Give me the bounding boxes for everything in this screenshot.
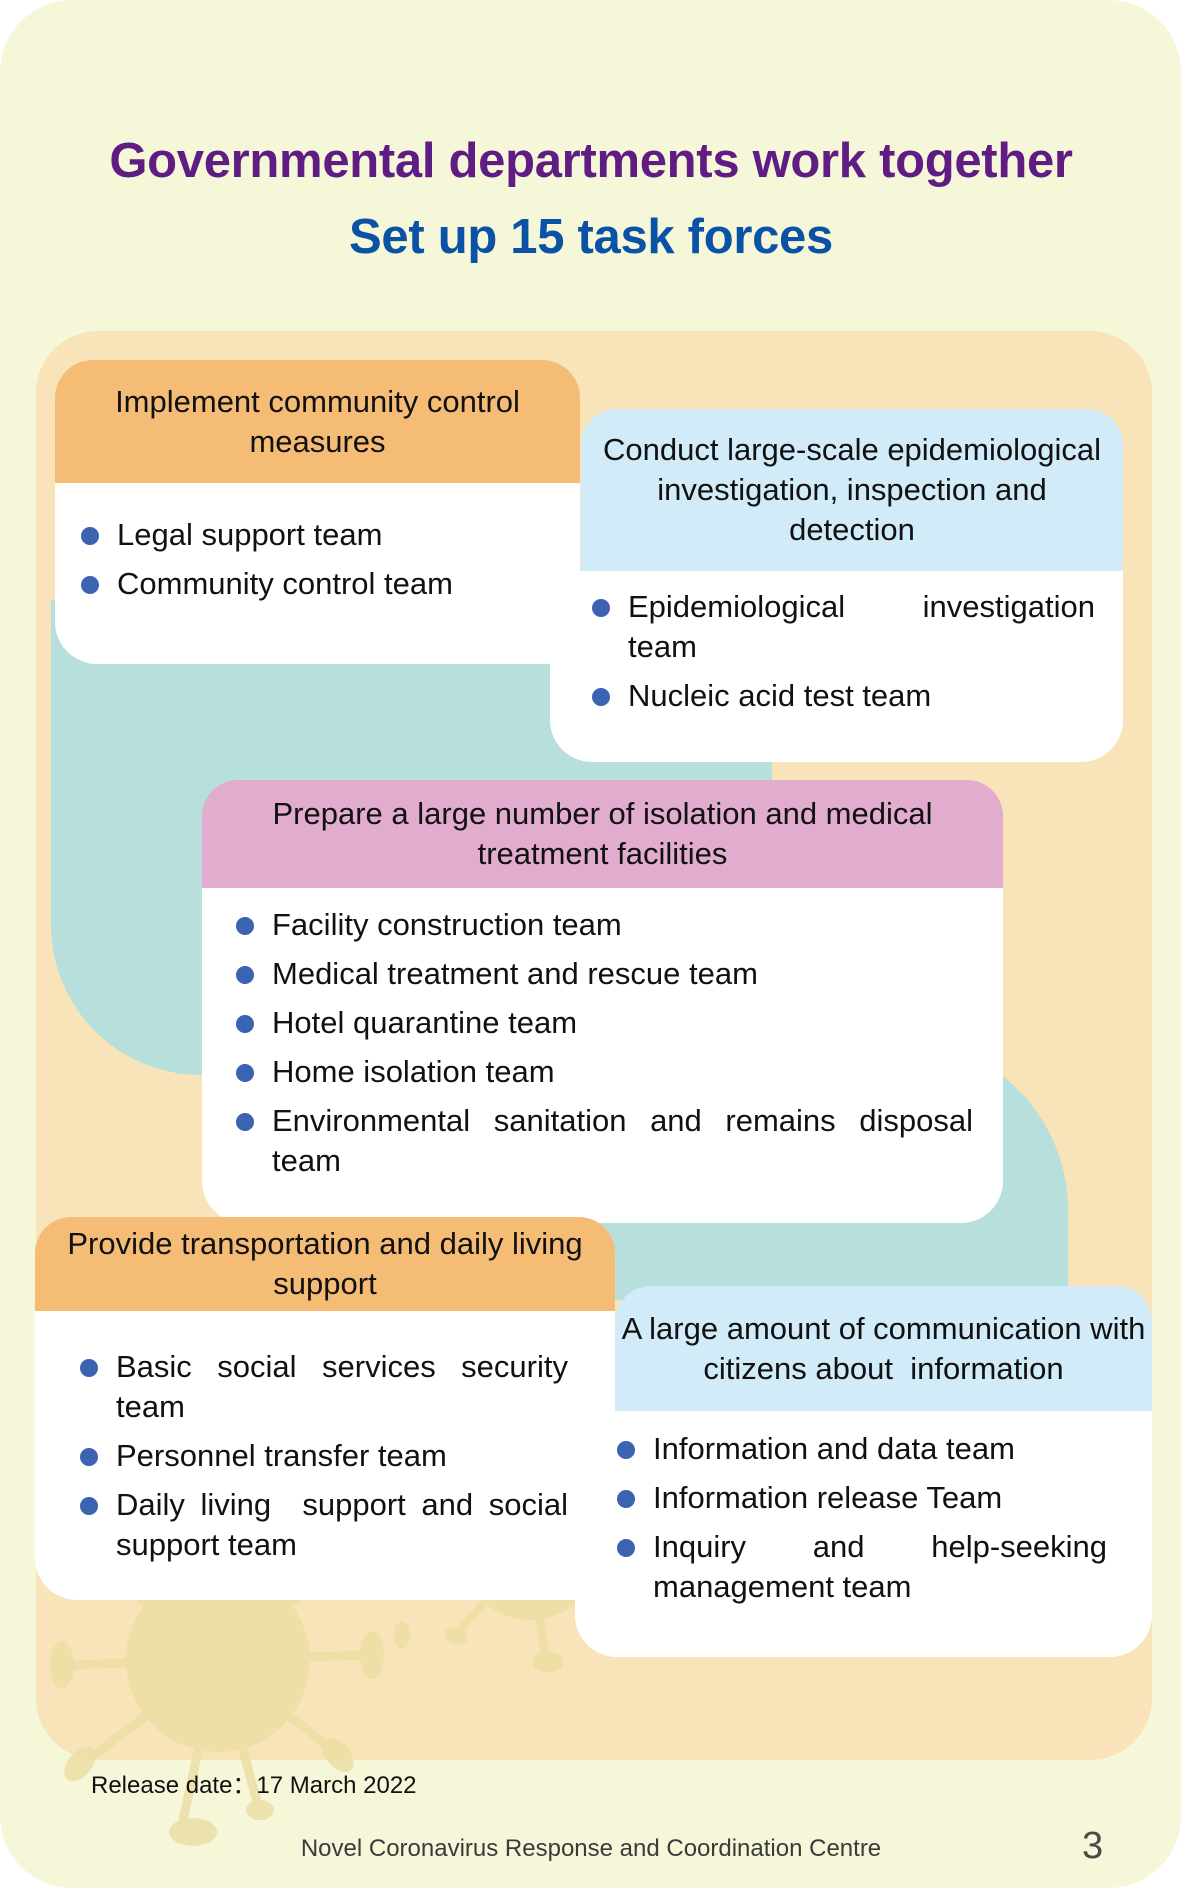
list-item: Environmental sanitation and remains dis… [236, 1101, 973, 1181]
bullet-icon [592, 688, 610, 706]
list-item: Home isolation team [236, 1052, 973, 1092]
team-name: Information release Team [653, 1480, 1003, 1515]
bullet-icon [80, 1359, 98, 1377]
list-item: Information release Team [617, 1478, 1107, 1518]
bullet-icon [617, 1539, 635, 1557]
page-subtitle: Set up 15 task forces [349, 210, 833, 264]
team-name: Legal support team [117, 517, 383, 552]
list-item: Medical treatment and rescue team [236, 954, 973, 994]
bullet-icon [617, 1490, 635, 1508]
team-name: Facility construction team [272, 907, 622, 942]
task-group-header: Provide transportation and daily living … [35, 1217, 615, 1311]
bullet-icon [80, 1497, 98, 1515]
bullet-icon [81, 527, 99, 545]
task-group-card: Basic social services security team Pers… [35, 1311, 615, 1600]
team-name: Personnel transfer team [116, 1438, 447, 1473]
bullet-icon [236, 1064, 254, 1082]
team-list: Information and data team Information re… [617, 1429, 1107, 1607]
release-date: Release date：17 March 2022 [91, 1772, 417, 1799]
task-group-card: Legal support team Community control tea… [55, 483, 580, 664]
team-name: Basic social services security team [116, 1349, 568, 1424]
task-group-card: Epidemiological investigation team Nucle… [550, 571, 1123, 762]
team-name: Hotel quarantine team [272, 1005, 578, 1040]
task-group-title: Conduct large-scale epidemiological inve… [603, 432, 1110, 547]
task-group-card: Information and data team Information re… [575, 1411, 1152, 1657]
bullet-icon [617, 1441, 635, 1459]
team-list: Basic social services security team Pers… [80, 1347, 568, 1565]
team-list: Facility construction team Medical treat… [236, 905, 973, 1181]
bullet-icon [592, 599, 610, 617]
bullet-icon [81, 576, 99, 594]
bullet-icon [236, 1015, 254, 1033]
bullet-icon [236, 917, 254, 935]
team-name: Community control team [117, 566, 453, 601]
team-name: Home isolation team [272, 1054, 555, 1089]
team-name: Nucleic acid test team [628, 678, 932, 713]
bullet-icon [236, 966, 254, 984]
team-name: Information and data team [653, 1431, 1015, 1466]
team-name: Epidemiological investigation team [628, 589, 1095, 664]
page-number: 3 [1082, 1825, 1104, 1867]
list-item: Personnel transfer team [80, 1436, 568, 1476]
task-group-title: Provide transportation and daily living … [67, 1226, 583, 1301]
team-list: Epidemiological investigation team Nucle… [592, 587, 1095, 716]
task-group-title: Implement community control measures [115, 383, 520, 459]
task-group-header: Implement community control measures [55, 360, 580, 483]
task-group-header: Conduct large-scale epidemiological inve… [581, 409, 1123, 571]
task-group-title: Prepare a large number of isolation and … [272, 796, 933, 871]
task-group-card: Facility construction team Medical treat… [202, 888, 1003, 1223]
list-item: Nucleic acid test team [592, 676, 1095, 716]
list-item: Community control team [81, 564, 556, 604]
task-group-title: A large amount of communication with cit… [621, 1310, 1155, 1386]
task-group-header: Prepare a large number of isolation and … [202, 780, 1003, 888]
list-item: Facility construction team [236, 905, 973, 945]
task-group-header: A large amount of communication with cit… [615, 1286, 1152, 1411]
list-item: Inquiry and help-seeking management team [617, 1527, 1107, 1607]
list-item: Hotel quarantine team [236, 1003, 973, 1043]
list-item: Basic social services security team [80, 1347, 568, 1427]
list-item: Daily living support and social support … [80, 1485, 568, 1565]
team-name: Inquiry and help-seeking management team [653, 1529, 1107, 1604]
list-item: Legal support team [81, 515, 556, 555]
bullet-icon [236, 1113, 254, 1131]
list-item: Information and data team [617, 1429, 1107, 1469]
page-title: Governmental departments work together [109, 134, 1073, 188]
list-item: Epidemiological investigation team [592, 587, 1095, 667]
team-list: Legal support team Community control tea… [81, 515, 556, 604]
team-name: Environmental sanitation and remains dis… [272, 1103, 973, 1178]
bullet-icon [80, 1448, 98, 1466]
footer-organization: Novel Coronavirus Response and Coordinat… [300, 1835, 882, 1862]
team-name: Daily living support and social support … [116, 1487, 577, 1562]
team-name: Medical treatment and rescue team [272, 956, 758, 991]
